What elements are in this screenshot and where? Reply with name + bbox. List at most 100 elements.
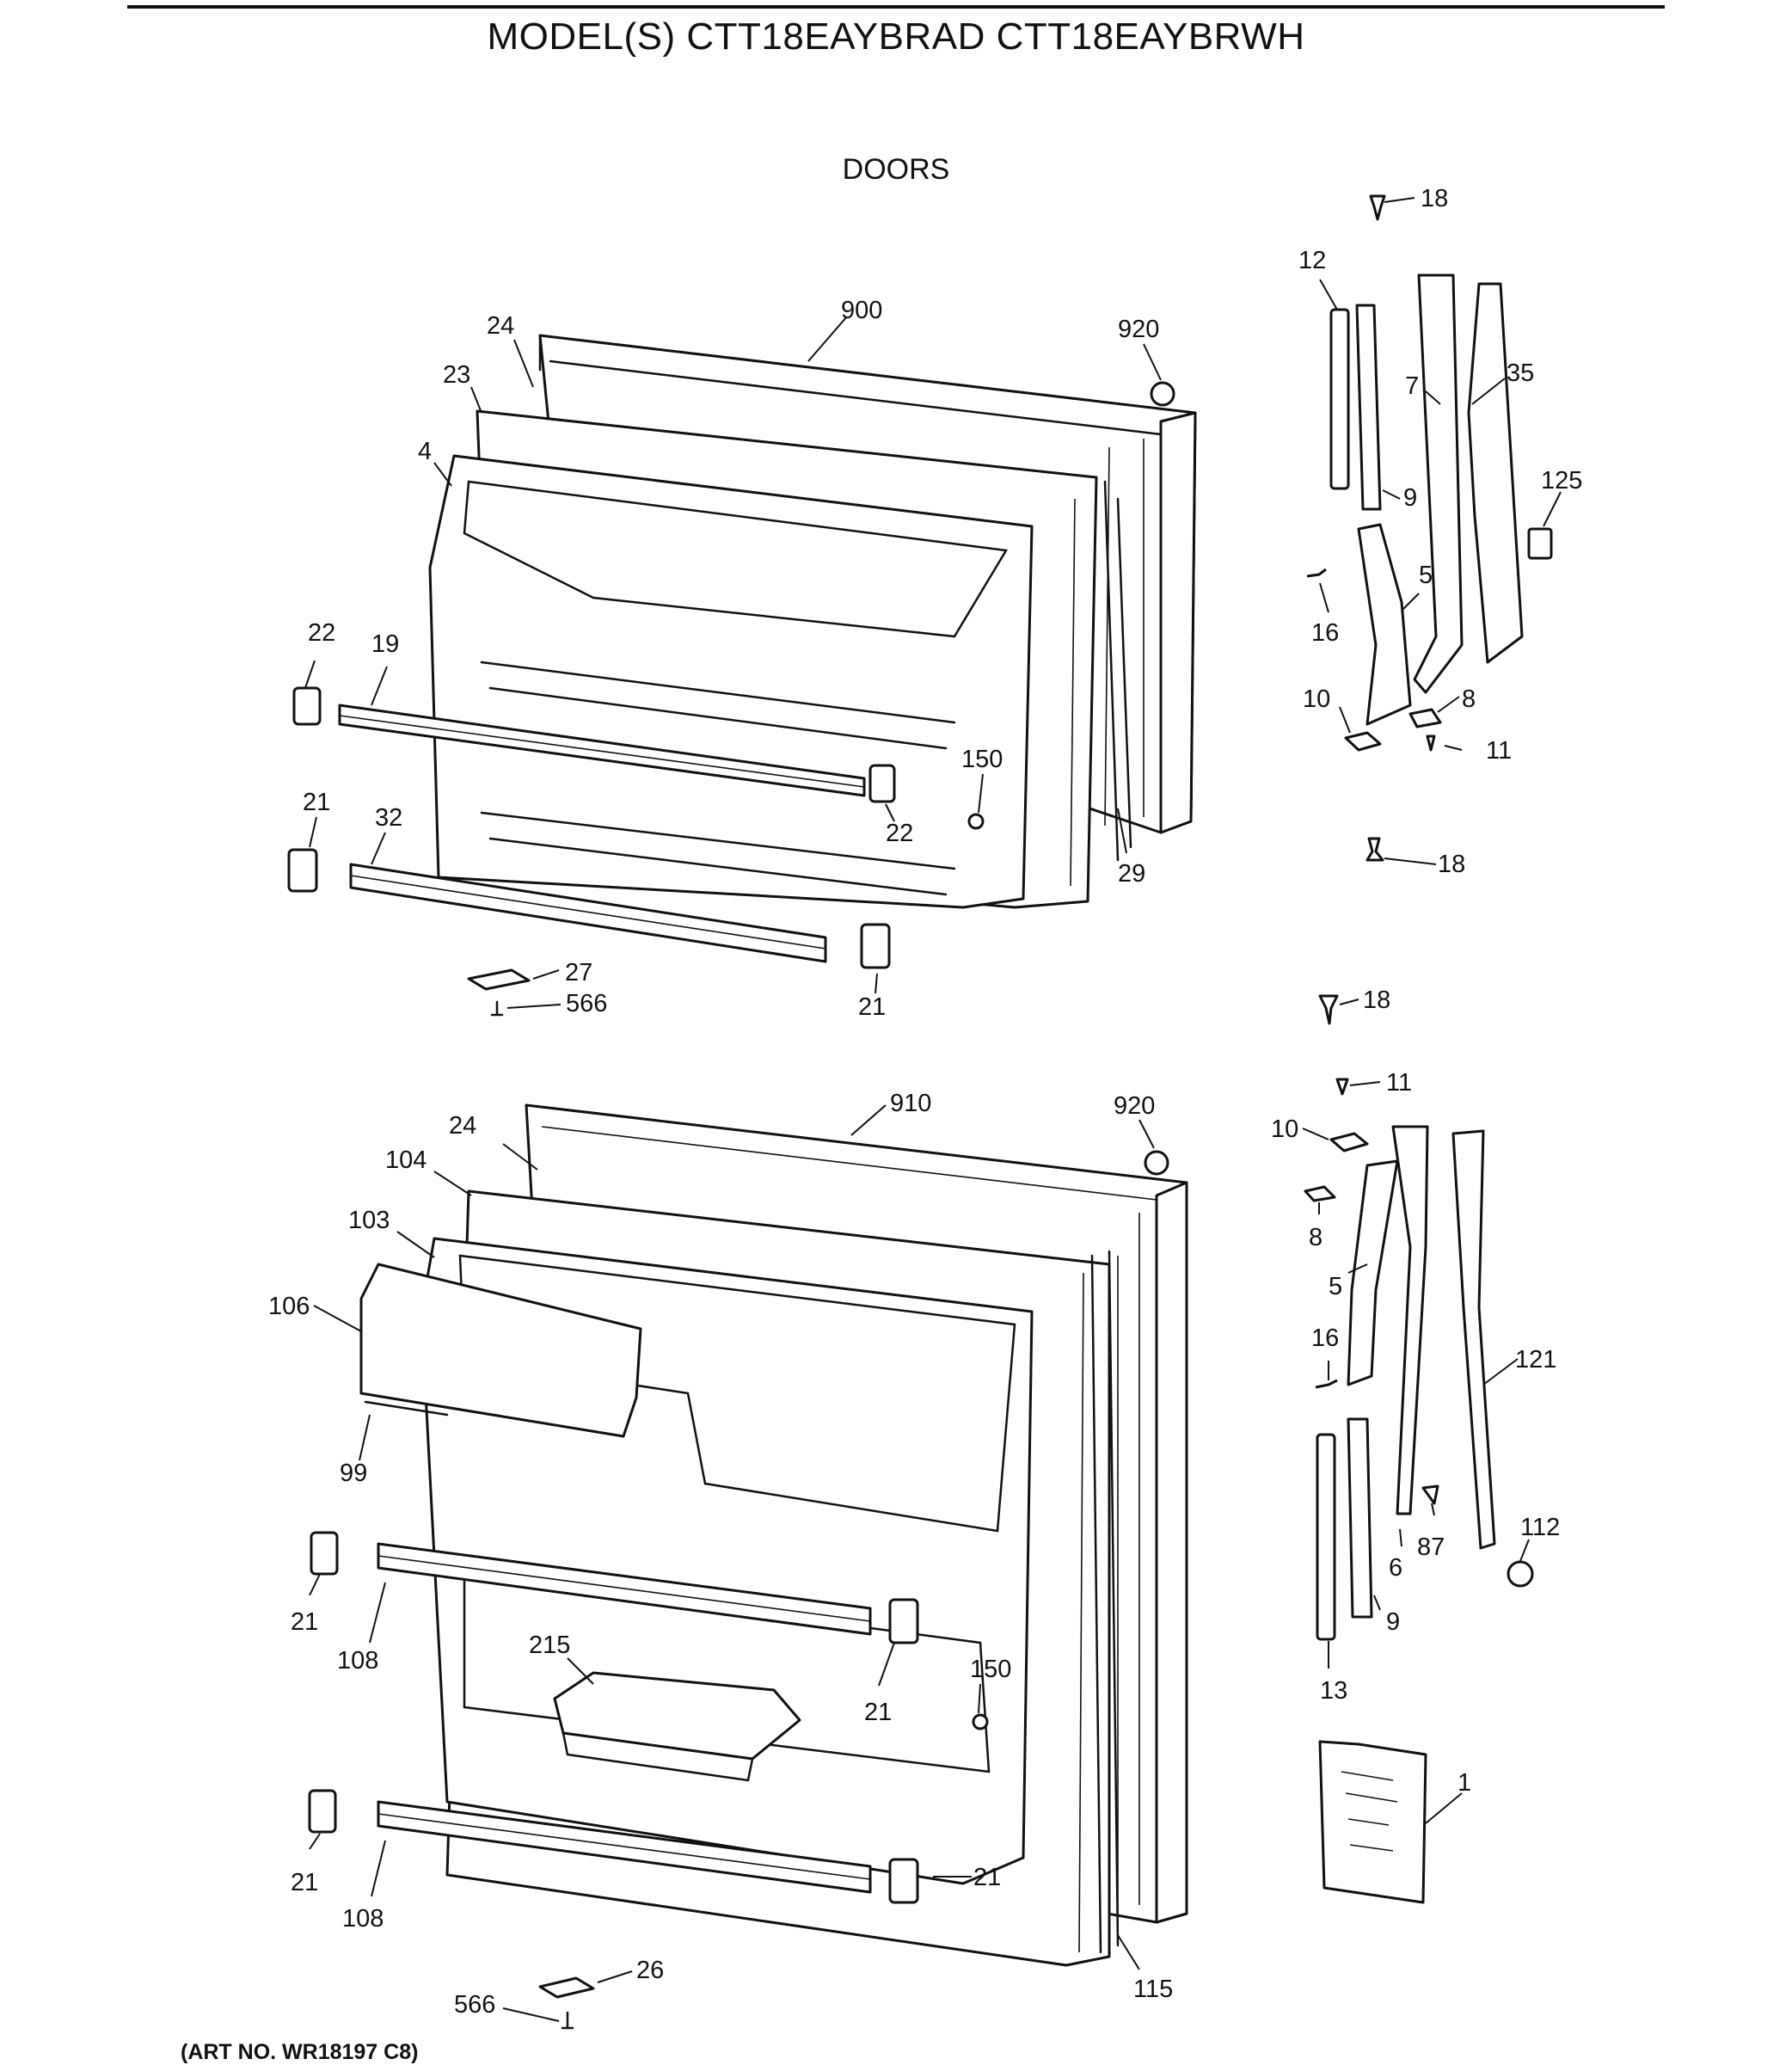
callout-label: 26	[636, 1957, 664, 1984]
callout-label: 566	[454, 1991, 495, 2019]
callout-label: 8	[1462, 685, 1476, 713]
callout-label: 9	[1403, 484, 1417, 512]
callout-label: 10	[1271, 1115, 1298, 1143]
freezer-end-cap-21-left	[287, 848, 318, 893]
callout-label: 13	[1320, 1677, 1347, 1705]
callout-label: 150	[970, 1656, 1011, 1683]
callout-label: 910	[890, 1090, 931, 1117]
callout-label: 5	[1419, 562, 1433, 589]
handle-5-lower	[1347, 1159, 1399, 1386]
art-number: (ART NO. WR18197 C8)	[181, 2040, 419, 2064]
callout-label: 21	[303, 789, 330, 816]
screw-16-lower	[1315, 1379, 1338, 1389]
callout-label: 21	[291, 1869, 318, 1896]
freezer-screw-566	[490, 1000, 504, 1017]
freezer-end-cap-22-left	[292, 686, 322, 726]
callout-label: 215	[529, 1632, 570, 1659]
fresh-food-gasket-115	[1090, 1250, 1120, 1954]
plug-112	[1507, 1560, 1534, 1588]
callout-label: 8	[1309, 1224, 1323, 1251]
callout-label: 1	[1458, 1769, 1471, 1797]
callout-label: 5	[1329, 1273, 1342, 1300]
callout-label: 115	[1133, 1976, 1173, 2003]
trim-strip-12	[1329, 308, 1350, 490]
callout-label: 900	[841, 297, 882, 324]
callout-label: 103	[348, 1207, 390, 1234]
callout-label: 4	[418, 438, 432, 465]
callout-label: 19	[371, 630, 399, 658]
freezer-screw-150	[967, 813, 985, 830]
callout-label: 24	[487, 312, 514, 340]
freezer-end-cap-21-right	[860, 923, 891, 969]
callout-label: 150	[961, 746, 1003, 773]
callout-label: 22	[308, 619, 335, 647]
handle-cap-8-upper	[1408, 708, 1442, 728]
callout-label: 11	[1386, 1069, 1412, 1097]
screw-18-mid	[1365, 837, 1384, 862]
freezer-bracket-27	[467, 968, 531, 991]
callout-label: 566	[566, 990, 607, 1017]
freezer-shelf-bar-19	[338, 704, 866, 797]
trim-strip-9-lower	[1347, 1417, 1373, 1619]
cap-125	[1527, 527, 1553, 560]
callout-label: 112	[1520, 1514, 1560, 1541]
callout-label: 27	[565, 959, 592, 986]
handle-5	[1357, 523, 1412, 726]
callout-label: 11	[1486, 737, 1512, 765]
fresh-food-screw-150	[972, 1713, 989, 1730]
callout-label: 99	[340, 1460, 367, 1487]
handle-trim-121	[1451, 1129, 1496, 1550]
fresh-food-screw-566	[561, 2011, 574, 2030]
callout-label: 24	[449, 1112, 476, 1140]
callout-label: 32	[375, 804, 402, 832]
screw-16-upper	[1306, 568, 1327, 578]
fresh-food-bracket-26	[538, 1976, 595, 1999]
hinge-cap-10-lower	[1329, 1132, 1369, 1152]
page-title: MODEL(S) CTT18EAYBRAD CTT18EAYBRWH	[487, 15, 1305, 58]
callout-label: 920	[1114, 1092, 1155, 1120]
fresh-food-end-cap-21-c	[308, 1789, 337, 1834]
callout-label: 23	[443, 361, 470, 389]
callout-label: 121	[1515, 1346, 1556, 1374]
handle-cap-8-lower	[1304, 1185, 1336, 1202]
callout-label: 18	[1438, 851, 1465, 878]
callout-label: 18	[1363, 986, 1390, 1014]
handle-7	[1413, 273, 1464, 694]
screw-11-upper	[1426, 734, 1436, 752]
handle-6	[1391, 1125, 1429, 1515]
fresh-food-callouts: 18 11 910 920 24 10 104 8 103 106 5 16 1…	[268, 986, 1560, 2022]
freezer-door-liner-4	[428, 454, 1034, 909]
freezer-callouts: 18 12 900 920 24 23 4 7 35 9 125 5 16	[303, 185, 1582, 1021]
fresh-food-end-cap-21-a	[310, 1531, 339, 1576]
callout-label: 35	[1507, 360, 1534, 387]
callout-label: 108	[337, 1647, 378, 1675]
callout-label: 108	[342, 1905, 384, 1933]
callout-label: 12	[1298, 247, 1326, 274]
callout-label: 104	[385, 1146, 427, 1174]
screw-18-top	[1369, 194, 1386, 221]
freezer-handle-parts	[1306, 194, 1553, 862]
callout-label: 21	[858, 993, 886, 1021]
top-rule	[127, 5, 1665, 9]
dairy-door-hinge-99	[364, 1400, 449, 1417]
callout-label: 9	[1386, 1608, 1400, 1636]
handle-trim-35	[1467, 282, 1524, 664]
callout-label: 87	[1417, 1533, 1445, 1561]
callout-label: 16	[1311, 619, 1339, 647]
hinge-cap-10-upper	[1344, 731, 1382, 752]
trim-strip-9	[1355, 304, 1382, 511]
callout-label: 21	[864, 1699, 892, 1726]
callout-label: 16	[1311, 1324, 1339, 1352]
callout-label: 21	[291, 1608, 318, 1636]
freezer-plug-920	[1150, 381, 1175, 407]
screw-87	[1421, 1484, 1439, 1505]
fresh-food-door-assembly	[308, 1103, 1188, 2030]
screw-11-lower	[1335, 1078, 1349, 1096]
fresh-food-handle-parts	[1304, 994, 1534, 1904]
callout-label: 106	[268, 1293, 310, 1320]
fresh-food-end-cap-21-d	[888, 1858, 919, 1904]
callout-label: 920	[1118, 316, 1159, 343]
fresh-food-plug-920	[1144, 1150, 1169, 1176]
